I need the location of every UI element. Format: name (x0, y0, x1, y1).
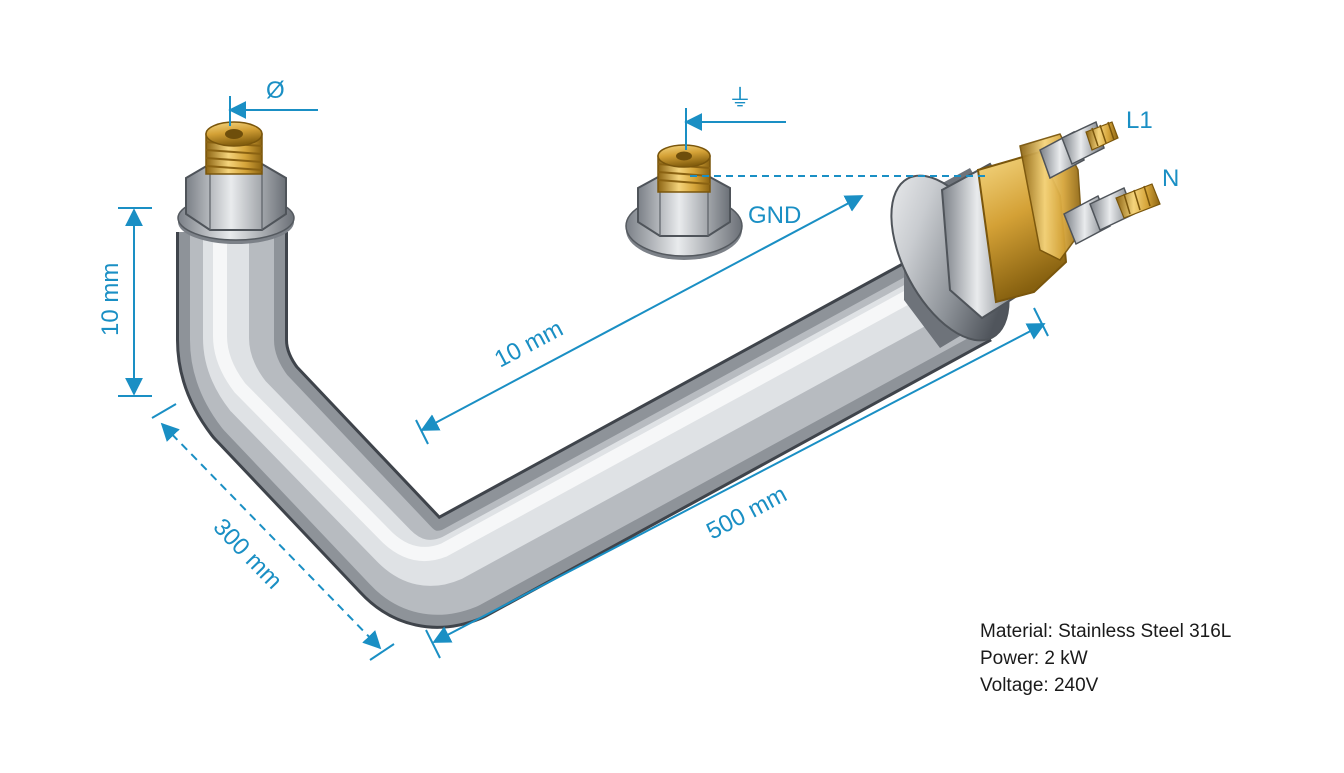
nut-icon (185, 163, 287, 231)
spec-block: Material: Stainless Steel 316L Power: 2 … (980, 618, 1231, 699)
dimension-vertical-leg: 10 mm (97, 263, 124, 336)
diameter-symbol-icon: Ø (266, 77, 285, 104)
terminal-stud-icon (1039, 120, 1119, 180)
terminal-stud-icon (1063, 183, 1161, 246)
ground-symbol-icon: ⏚ (728, 85, 752, 112)
left-terminal (177, 121, 295, 244)
dimension-lines (118, 96, 1049, 661)
terminal-label-l1: L1 (1126, 107, 1153, 134)
terminal-label-n: N (1162, 165, 1179, 192)
spec-material: Material: Stainless Steel 316L (980, 621, 1232, 642)
dimension-inner-offset: 10 mm (490, 315, 567, 373)
heating-tube (176, 232, 992, 629)
spec-voltage: Voltage: 240V (980, 675, 1099, 696)
dimension-angled-leg: 300 mm (208, 513, 288, 594)
spec-power: Power: 2 kW (980, 648, 1088, 669)
ground-stud (625, 144, 743, 260)
ground-label: GND (748, 202, 801, 229)
